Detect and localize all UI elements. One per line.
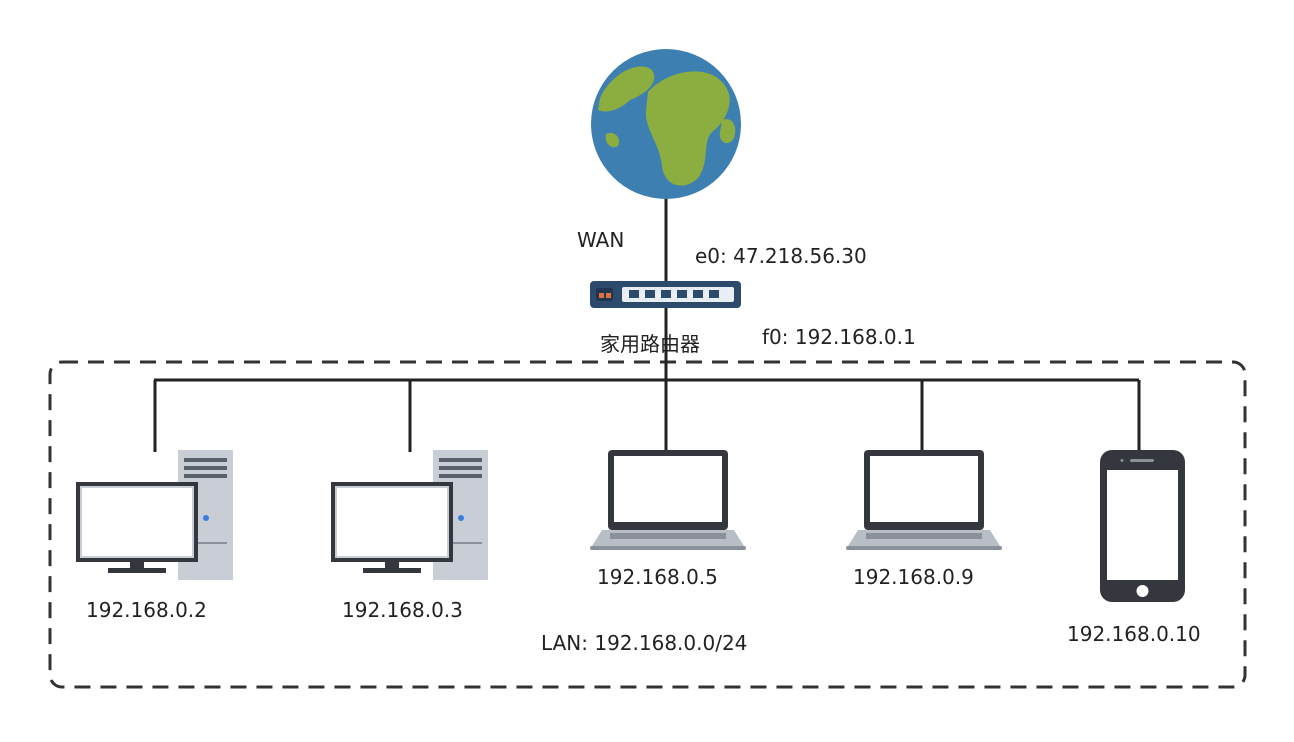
device-ip-label: 192.168.0.5 [597, 565, 718, 589]
device-ip-label: 192.168.0.2 [86, 598, 207, 622]
desktop-computer-icon [331, 450, 488, 580]
device-ip-label: 192.168.0.10 [1067, 622, 1201, 646]
device-ip-label: 192.168.0.9 [853, 565, 974, 589]
wan-label: WAN [577, 228, 625, 252]
router-label: 家用路由器 [600, 332, 700, 356]
device-ip-label: 192.168.0.3 [342, 598, 463, 622]
router-icon [590, 281, 741, 308]
globe-icon [591, 49, 741, 199]
connections [153, 195, 1141, 452]
router-lan-interface: f0: 192.168.0.1 [762, 325, 916, 349]
laptop-icon [590, 450, 746, 550]
laptop-icon [846, 450, 1002, 550]
lan-boundary [48, 360, 1247, 689]
desktop-computer-icon [76, 450, 233, 580]
smartphone-icon [1100, 450, 1185, 602]
router-wan-interface: e0: 47.218.56.30 [695, 244, 867, 268]
lan-label: LAN: 192.168.0.0/24 [541, 631, 748, 655]
